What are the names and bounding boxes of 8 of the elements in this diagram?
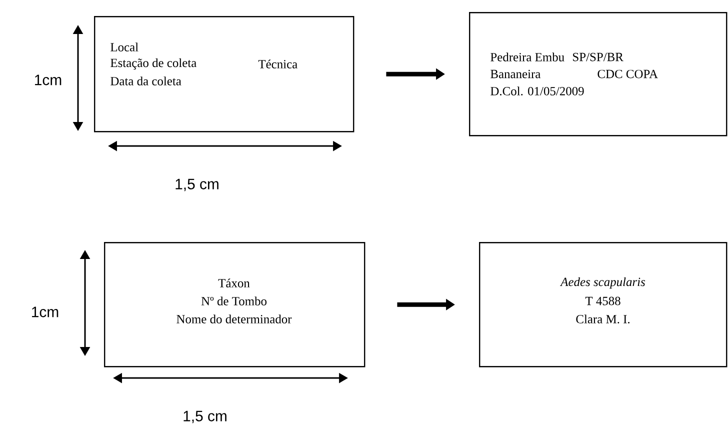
label-box: Aedes scapularis T 4588 Clara M. I. bbox=[479, 242, 728, 368]
dimension-label: 1cm bbox=[32, 306, 58, 318]
dimension-label: 1,5 cm bbox=[176, 178, 218, 192]
dimension-label: 1cm bbox=[35, 74, 62, 86]
dimension-label: 1,5 cm bbox=[184, 410, 226, 424]
label-box: Local Estação de coleta Técnica Data da coleta bbox=[94, 16, 354, 132]
label-box: Táxon Nº de Tombo Nome do determinador bbox=[104, 242, 366, 368]
label-box: Pedreira Embu SP/SP/BR Bananeira CDC COPA D.Col. 01/05/2009 bbox=[469, 12, 728, 136]
